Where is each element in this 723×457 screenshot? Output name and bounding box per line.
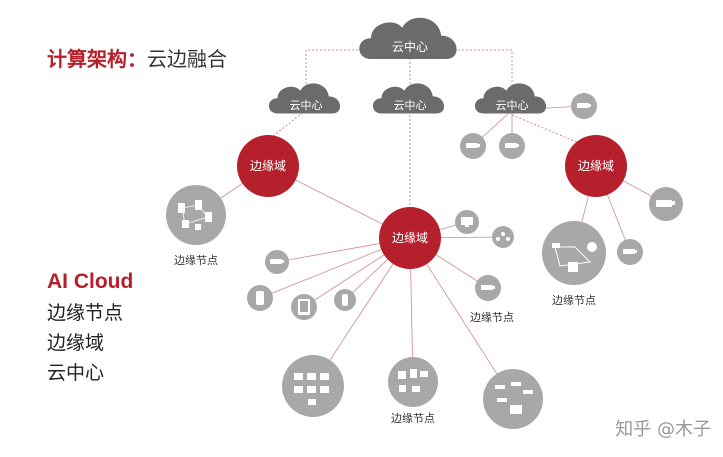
edge-node-bottom-left (282, 355, 344, 417)
edge-node-bottom-center (388, 357, 438, 407)
network-icon (492, 226, 514, 248)
legend-item-edge-node: 边缘节点 (47, 302, 124, 324)
edge-node-right-label: 边缘节点 (552, 294, 596, 307)
edge-domain-left-label: 边缘域 (250, 159, 286, 173)
watch-icon (334, 289, 356, 311)
monitor-icon (455, 210, 479, 234)
line-cloud-left (305, 49, 410, 92)
cloud-top-label: 云中心 (392, 39, 428, 54)
title-bold: 计算架构： (47, 47, 147, 71)
watch-icon (247, 285, 273, 311)
edge-node-left-label: 边缘节点 (174, 254, 218, 267)
camera-icon (571, 93, 597, 119)
cloud-left: 云中心 (268, 83, 341, 114)
camera-icon (265, 250, 289, 274)
edge-node-left (166, 185, 226, 245)
line-cloudl-domain-left (267, 109, 307, 141)
title-rest: 云边融合 (147, 47, 227, 71)
edge-domain-left: 边缘域 (237, 135, 299, 197)
legend-item-edge-domain: 边缘域 (47, 332, 105, 354)
cloud-mid-label: 云中心 (394, 99, 427, 112)
cloud-right: 云中心 (474, 83, 547, 114)
watermark: 知乎 @木子 (615, 419, 711, 440)
camera-icon (475, 275, 501, 301)
page-title: 计算架构：云边融合 (47, 43, 227, 72)
edge-node-bottom-right (483, 369, 543, 429)
legend-heading: AI Cloud (47, 270, 134, 293)
cloud-top: 云中心 (359, 17, 457, 59)
camera-icon (617, 239, 643, 265)
tablet-icon (291, 294, 317, 320)
edge-domain-center: 边缘域 (379, 207, 441, 269)
connection-lines (267, 49, 597, 208)
camera-icon (460, 133, 486, 159)
cloud-mid: 云中心 (372, 83, 445, 114)
line-cloudr-domain-right (511, 114, 597, 151)
cloud-right-label: 云中心 (496, 99, 529, 112)
edge-domain-right: 边缘域 (565, 135, 627, 197)
edge-node-bottom-label: 边缘节点 (391, 412, 435, 425)
edge-node-mid-right-label: 边缘节点 (470, 311, 514, 324)
legend-item-cloud-center: 云中心 (47, 362, 105, 384)
cloud-left-label: 云中心 (290, 99, 323, 112)
camera-icon (649, 187, 683, 221)
legend-list: AI Cloud 边缘节点 边缘域 云中心 (47, 270, 133, 388)
camera-icon (499, 133, 525, 159)
edge-domain-center-label: 边缘域 (392, 231, 428, 245)
edge-domain-right-label: 边缘域 (578, 159, 614, 173)
edge-node-right (542, 221, 606, 285)
